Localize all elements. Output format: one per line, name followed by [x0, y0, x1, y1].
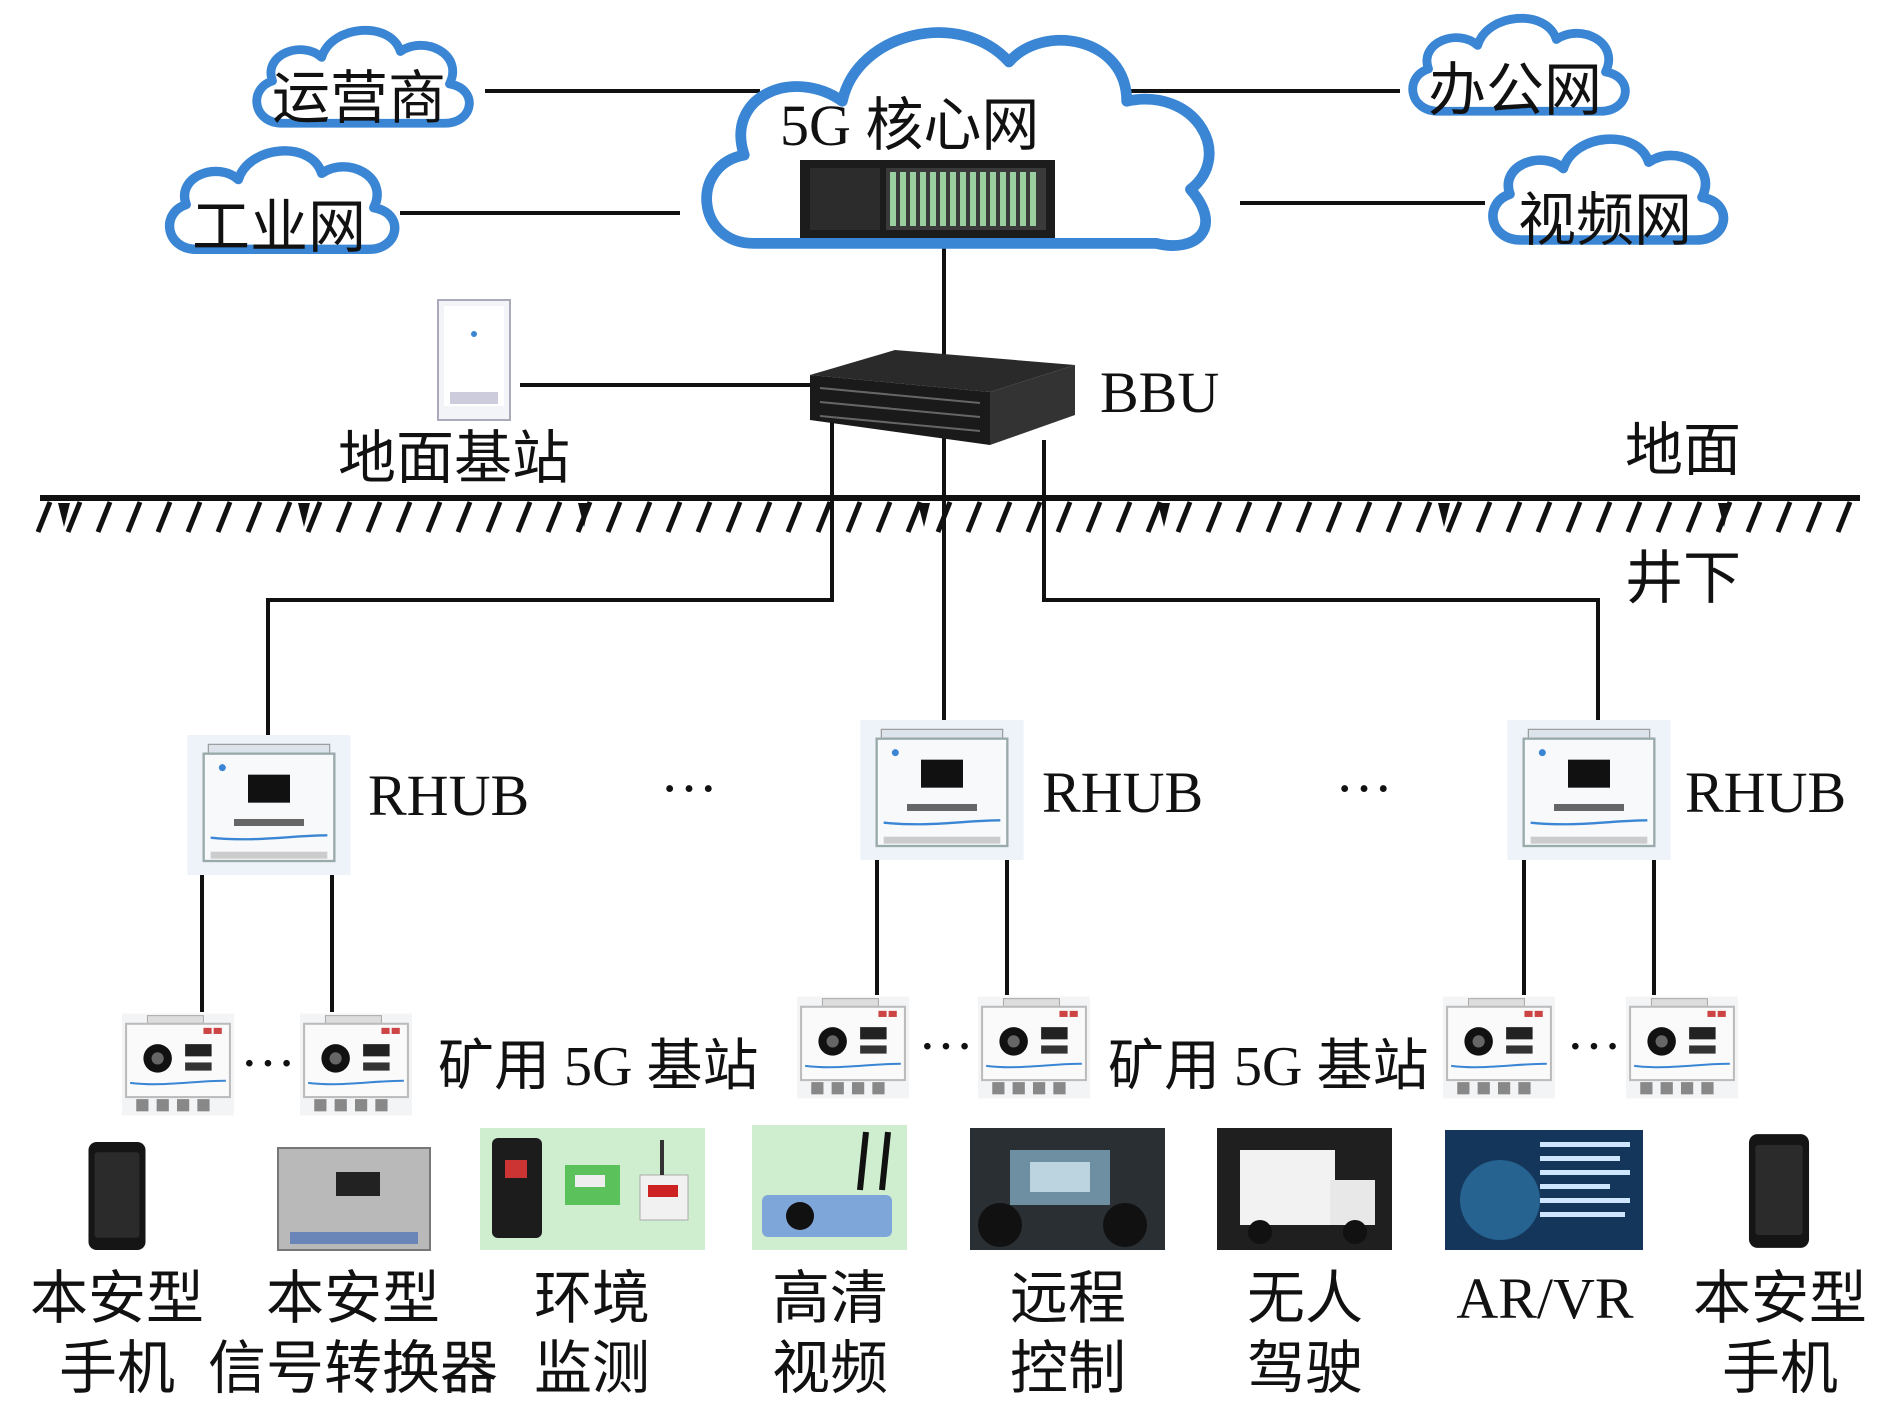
ground-label: 地面 — [1625, 418, 1741, 483]
core-server-icon — [800, 160, 1055, 238]
ground-line — [35, 495, 1860, 533]
signal-converter-icon — [277, 1147, 431, 1251]
rhub-label: RHUB — [368, 763, 529, 828]
core-network-cloud: 5G 核心网 — [707, 33, 1210, 246]
device-4-line1: 高清 — [772, 1266, 888, 1331]
bs-ellipsis: ··· — [1566, 1016, 1622, 1078]
bs-ellipsis: ··· — [918, 1016, 974, 1078]
bs-ellipsis: ··· — [240, 1033, 296, 1095]
rhub-2: RHUB — [859, 720, 1203, 860]
device-8-line1: 本安型 — [1693, 1266, 1867, 1331]
underground-label: 井下 — [1625, 546, 1741, 611]
device-1-line2: 手机 — [59, 1336, 175, 1401]
hd-video-camera-icon — [752, 1125, 907, 1250]
rhub-ellipsis-2: ··· — [1335, 756, 1393, 821]
mine-base-station-group-3: ··· — [1443, 995, 1738, 1100]
device-images — [88, 1125, 1810, 1251]
rhub-3: RHUB — [1506, 720, 1846, 860]
rhub-ellipsis-1: ··· — [660, 756, 718, 821]
industrial-cloud: 工业网 — [170, 151, 395, 260]
device-2-line2: 信号转换器 — [208, 1336, 498, 1401]
surface-base-station-icon — [437, 299, 511, 421]
intrinsic-phone-icon — [88, 1142, 146, 1250]
surface-base-station-label: 地面基站 — [338, 426, 570, 491]
core-network-label: 5G 核心网 — [780, 93, 1039, 158]
mine-bs-label-1: 矿用 5G 基站 — [438, 1036, 758, 1098]
unmanned-vehicle-icon — [1217, 1128, 1392, 1250]
remote-control-icon — [970, 1128, 1165, 1250]
device-2-line1: 本安型 — [266, 1266, 440, 1331]
industrial-label: 工业网 — [192, 195, 366, 260]
device-8-line2: 手机 — [1722, 1336, 1838, 1401]
rhub-1: RHUB — [186, 735, 529, 875]
office-cloud: 办公网 — [1413, 18, 1626, 123]
office-label: 办公网 — [1428, 58, 1602, 123]
operator-cloud: 运营商 — [257, 30, 470, 131]
mine-base-station-group-1: ··· 矿用 5G 基站 — [122, 1012, 758, 1117]
rhub-label: RHUB — [1685, 760, 1846, 825]
mine-base-station-group-2: ··· 矿用 5G 基站 — [797, 995, 1428, 1100]
device-7-line1: AR/VR — [1456, 1266, 1634, 1331]
device-3-line2: 监测 — [534, 1336, 650, 1401]
environment-monitor-icon — [480, 1128, 705, 1250]
rhub-label: RHUB — [1042, 760, 1203, 825]
operator-label: 运营商 — [272, 66, 446, 131]
device-5-line1: 远程 — [1010, 1266, 1126, 1331]
bbu-label: BBU — [1100, 360, 1219, 425]
device-3-line1: 环境 — [534, 1266, 650, 1331]
device-1-line1: 本安型 — [30, 1266, 204, 1331]
device-4-line2: 视频 — [772, 1336, 888, 1401]
device-6-line1: 无人 — [1247, 1266, 1363, 1331]
intrinsic-phone-icon-2 — [1748, 1134, 1810, 1248]
video-cloud: 视频网 — [1493, 139, 1724, 253]
ar-vr-icon — [1445, 1130, 1643, 1250]
mine-bs-label-2: 矿用 5G 基站 — [1108, 1036, 1428, 1098]
video-label: 视频网 — [1518, 188, 1692, 253]
device-captions: 本安型 手机 本安型 信号转换器 环境 监测 高清 视频 远程 控制 无人 驾驶… — [30, 1266, 1867, 1401]
bbu-icon — [810, 350, 1075, 445]
connection-lines — [200, 89, 1656, 1012]
device-6-line2: 驾驶 — [1247, 1336, 1363, 1401]
device-5-line2: 控制 — [1010, 1336, 1126, 1401]
